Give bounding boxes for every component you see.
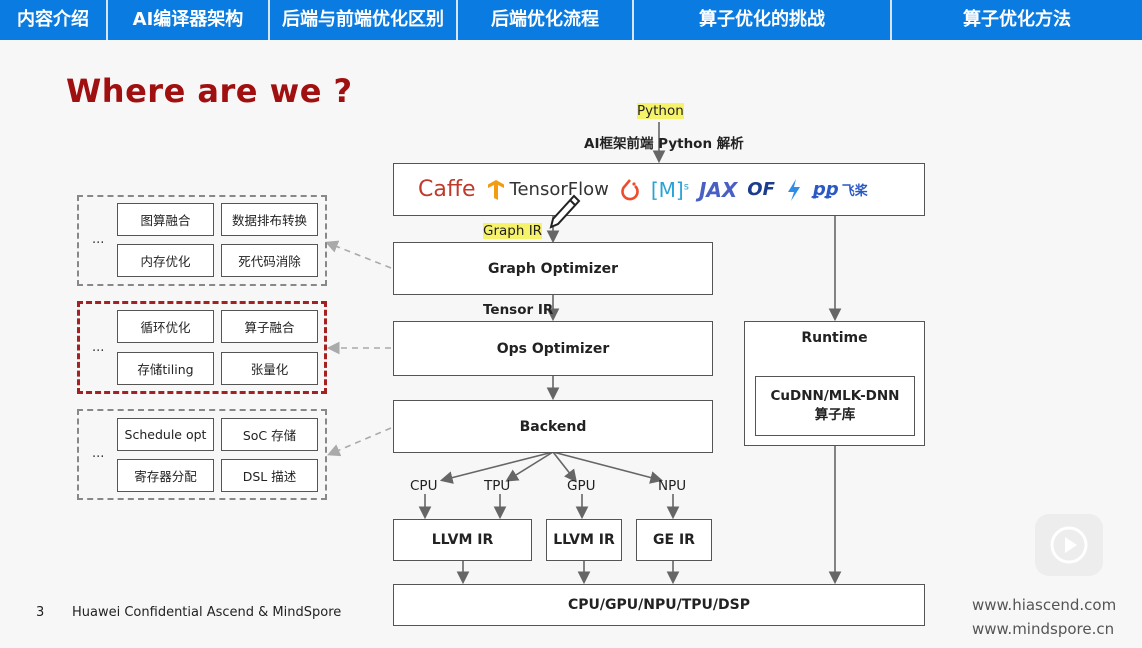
frontend-parse-label: AI框架前端 Python 解析 [584,136,744,152]
python-label: Python [637,103,684,119]
graph-optimizer-box: Graph Optimizer [393,242,713,295]
caffe-logo: Caffe [418,177,476,202]
graph-opt-more: ... [92,232,105,247]
graph-opt-group [77,195,327,286]
tab-op-methods[interactable]: 算子优化方法 [963,9,1071,30]
backend-opt-item: DSL 描述 [221,459,318,492]
graph-ir-label: Graph IR [483,223,543,239]
tab-op-challenges[interactable]: 算子优化的挑战 [634,0,892,40]
site-hiascend[interactable]: www.hiascend.com [972,596,1117,614]
tab-ai-compiler-arch[interactable]: AI编译器架构 [108,0,270,40]
pytorch-icon [621,178,639,200]
backend-box: Backend [393,400,713,453]
tensor-ir-label: Tensor IR [483,302,554,318]
ops-opt-more: ... [92,340,105,355]
backend-opt-more: ... [92,446,105,461]
graph-opt-item: 内存优化 [117,244,214,277]
play-triangle-icon [1050,526,1088,564]
paddlepaddle-logo: ꝑꝑ 飞桨 [812,179,868,200]
tensorflow-logo: TensorFlow [486,179,609,201]
tab-backend-flow[interactable]: 后端优化流程 [458,0,634,40]
graph-opt-item: 图算融合 [117,203,214,236]
framework-logos: Caffe TensorFlow [M]s JAX OF ꝑꝑ 飞桨 [393,163,925,216]
target-npu: NPU [658,478,687,494]
page-number: 3 [36,605,45,620]
target-tpu: TPU [484,478,511,494]
ops-opt-item: 存储tiling [117,352,214,385]
pen-cursor-icon [549,194,581,229]
ops-opt-item: 张量化 [221,352,318,385]
ops-opt-item: 算子融合 [221,310,318,343]
operator-library-line2: 算子库 [814,407,856,423]
oneflow-logo: OF [747,179,775,200]
backend-opt-item: Schedule opt [117,418,214,451]
ge-ir-box: GE IR [636,519,712,561]
megengine-icon [787,178,800,201]
backend-opt-group [77,409,327,500]
target-cpu: CPU [410,478,438,494]
mindspore-logo: [M]s [650,177,689,202]
backend-opt-item: 寄存器分配 [117,459,214,492]
llvm-ir-box-1: LLVM IR [393,519,532,561]
ops-opt-item: 循环优化 [117,310,214,343]
backend-opt-item: SoC 存储 [221,418,318,451]
graph-opt-item: 死代码消除 [221,244,318,277]
tab-intro[interactable]: 内容介绍 [0,0,108,40]
graph-opt-item: 数据排布转换 [221,203,318,236]
operator-library-box: CuDNN/MLK-DNN 算子库 [755,376,915,436]
video-play-icon[interactable] [1035,514,1103,576]
ops-optimizer-box: Ops Optimizer [393,321,713,376]
tab-backend-vs-frontend[interactable]: 后端与前端优化区别 [270,0,458,40]
ops-opt-group [77,301,327,394]
llvm-ir-box-2: LLVM IR [546,519,622,561]
runtime-title: Runtime [801,330,868,346]
site-mindspore[interactable]: www.mindspore.cn [972,620,1115,638]
tensorflow-icon [487,179,504,200]
top-nav: 内容介绍 AI编译器架构 后端与前端优化区别 后端优化流程 算子优化的挑战 算子… [0,0,1142,40]
confidential-footer: Huawei Confidential Ascend & MindSpore [72,605,342,620]
hardware-box: CPU/GPU/NPU/TPU/DSP [393,584,925,626]
operator-library-line1: CuDNN/MLK-DNN [770,388,900,404]
slide-title: Where are we ? [66,72,353,110]
target-gpu: GPU [567,478,596,494]
jax-logo: JAX [698,177,738,202]
